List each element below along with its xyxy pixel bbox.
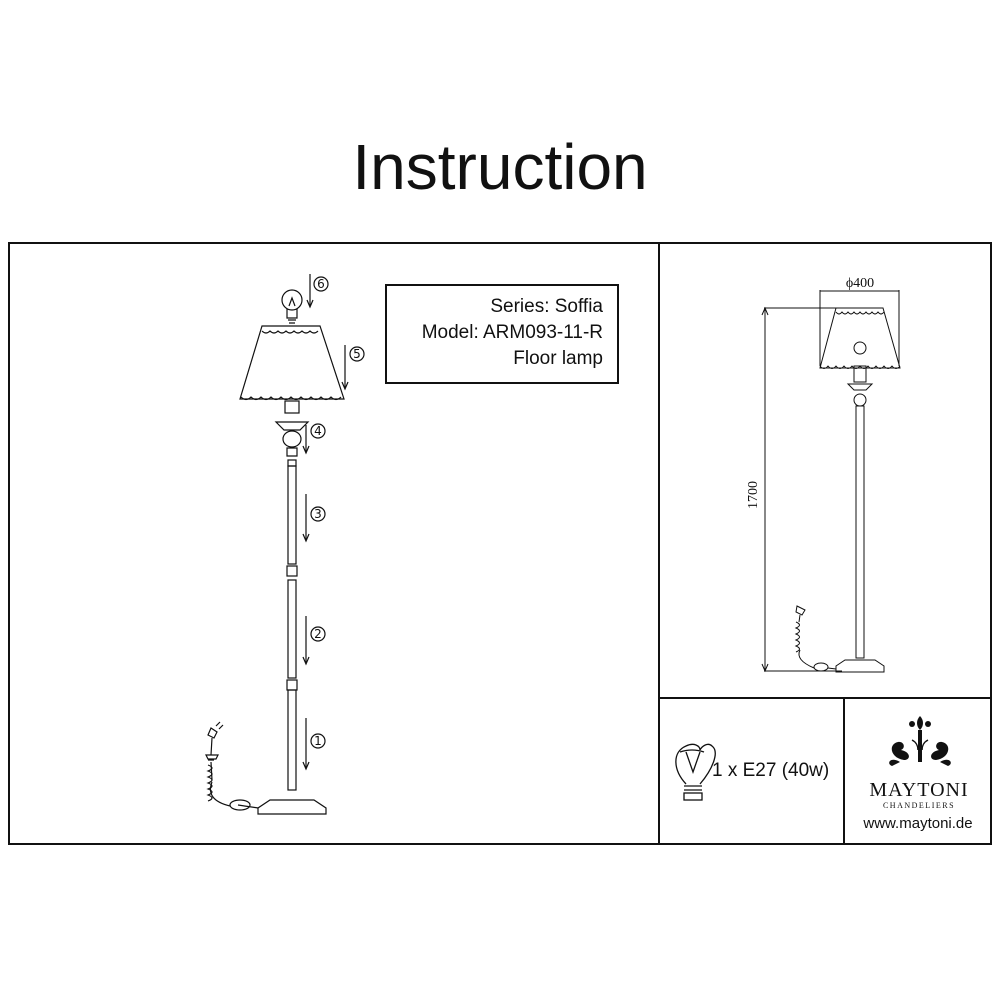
fleur-ornament-icon	[889, 716, 951, 766]
divider-horizontal	[658, 697, 992, 699]
page-title: Instruction	[352, 131, 648, 203]
height-label: 1700	[746, 481, 761, 509]
lamp-stem	[286, 465, 298, 791]
step-label-6: 6	[317, 277, 325, 291]
brand-url[interactable]: www.maytoni.de	[863, 815, 973, 832]
lamp-holder	[274, 421, 310, 467]
divider-vertical-footer	[843, 697, 845, 845]
step-label-4: 4	[314, 424, 322, 438]
power-cord	[205, 721, 259, 809]
model-label: Model: ARM093-11-R	[421, 322, 603, 343]
brand-name: MAYTONI	[869, 779, 969, 801]
series-label: Series: Soffia	[490, 296, 603, 317]
step-circles	[310, 276, 365, 749]
lamp-base	[229, 799, 327, 815]
diameter-label: ϕ400	[846, 276, 874, 291]
step-label-5: 5	[353, 347, 361, 361]
instruction-frame	[8, 242, 992, 845]
dimension-drawing	[761, 290, 901, 673]
step-label-2: 2	[314, 627, 322, 641]
step-label-3: 3	[314, 507, 322, 521]
brand-tagline: CHANDELIERS	[882, 801, 956, 810]
divider-vertical	[658, 242, 660, 845]
bulb-spec: 1 x E27 (40w)	[712, 760, 830, 781]
step-arrows	[302, 274, 349, 771]
model-info-box: Series: Soffia Model: ARM093-11-R Floor …	[385, 284, 619, 384]
bulb-icon	[675, 743, 716, 801]
lamp-shade	[239, 325, 345, 414]
type-label: Floor lamp	[513, 348, 603, 369]
bulb-part-icon	[281, 289, 303, 324]
step-label-1: 1	[314, 734, 322, 748]
